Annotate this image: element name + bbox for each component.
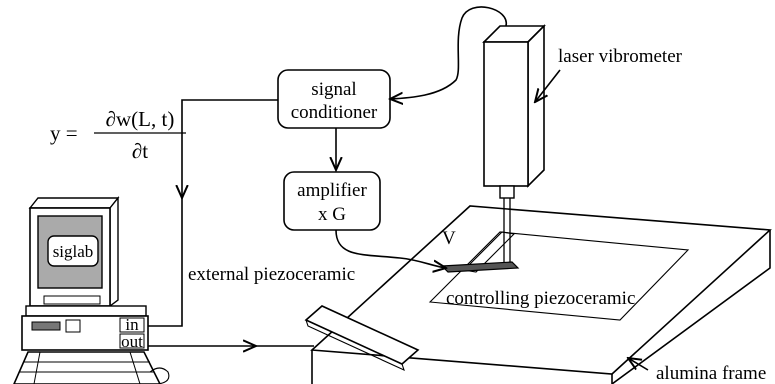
conditioner-to-in-wire <box>182 99 278 198</box>
vibrometer-cable <box>390 6 507 99</box>
amplifier-to-patch-wire <box>335 229 446 268</box>
amplifier-line1: amplifier <box>297 180 367 201</box>
siglab-computer <box>13 196 170 384</box>
equation-numerator: ∂w(L, t) <box>106 107 175 131</box>
amplifier-block <box>283 171 381 231</box>
external-piezoceramic-label: external piezoceramic <box>188 264 355 285</box>
siglab-screen-box <box>47 235 99 267</box>
controlling-piezoceramic-patch <box>440 261 520 273</box>
alumina-frame-label: alumina frame <box>656 363 766 384</box>
siglab-label: siglab <box>53 242 94 261</box>
signal-conditioner-line2: conditioner <box>291 102 378 123</box>
alumina-frame <box>310 205 772 384</box>
laser-vibrometer <box>482 24 546 262</box>
port-in-label: in <box>125 315 139 334</box>
external-piezoceramic-plate <box>304 305 420 372</box>
in-wire-lower <box>148 198 183 327</box>
amplifier-line2: x G <box>318 204 346 225</box>
equation-lhs: y = <box>50 121 78 145</box>
voltage-label: V <box>442 228 456 249</box>
alumina-frame-pointer <box>628 358 649 371</box>
velocity-equation: y = ∂w(L, t) ∂t <box>50 107 186 163</box>
controlling-piezoceramic-label: controlling piezoceramic <box>446 288 635 309</box>
laser-vibrometer-pointer <box>535 69 561 102</box>
port-out-label: out <box>121 332 143 351</box>
signal-conditioner-line1: signal <box>311 79 356 100</box>
laser-vibrometer-label: laser vibrometer <box>558 46 683 67</box>
equation-denominator: ∂t <box>132 139 148 163</box>
